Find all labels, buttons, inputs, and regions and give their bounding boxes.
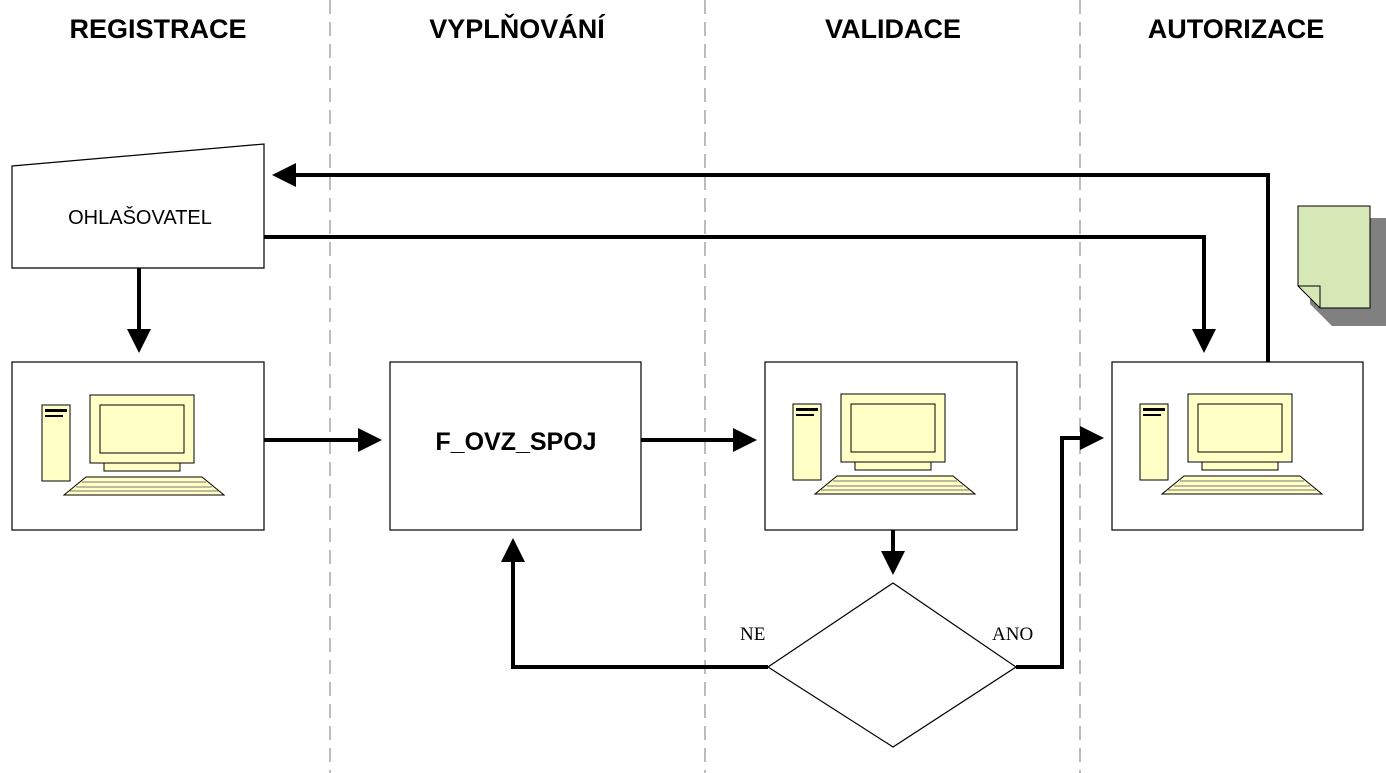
registration-computer-node xyxy=(11,361,265,531)
branch-label-no: NE xyxy=(740,624,765,645)
decision-node xyxy=(766,582,1018,748)
form-label: F_OVZ_SPOJ xyxy=(435,428,596,456)
flow-reporter-to-authorization xyxy=(264,235,1216,353)
lane-title-validace: VALIDACE xyxy=(825,14,961,44)
lane-title-autorizace: AUTORIZACE xyxy=(1148,14,1325,44)
authorization-computer-node xyxy=(1111,361,1364,531)
reporter-node: OHLAŠOVATEL xyxy=(11,143,265,269)
flow-authorization-to-reporter xyxy=(272,163,1270,362)
flow-decision-yes-to-authorization xyxy=(1016,426,1104,669)
document-icon xyxy=(1297,205,1386,326)
lane-title-registrace: REGISTRACE xyxy=(69,14,246,44)
validation-computer-node xyxy=(764,361,1018,531)
flow-decision-no-to-form xyxy=(501,538,768,669)
branch-label-yes: ANO xyxy=(992,624,1033,645)
lane-title-vyplnovani: VYPLŇOVÁNÍ xyxy=(429,13,606,44)
reporter-label: OHLAŠOVATEL xyxy=(68,206,212,229)
form-node: F_OVZ_SPOJ xyxy=(389,361,642,531)
